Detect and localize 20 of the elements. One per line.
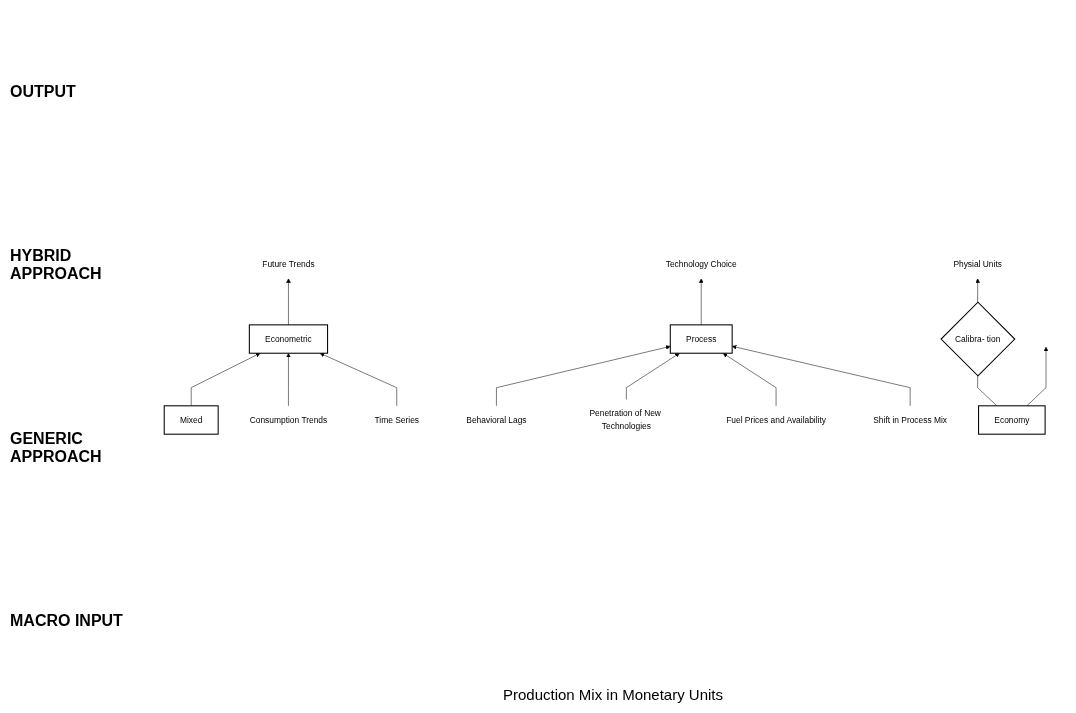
node-text: Shift in Process Mix <box>873 414 948 424</box>
node-diamond: Calibra- tion <box>940 301 1016 377</box>
node-text: Fuel Prices and Availability <box>726 414 826 424</box>
node-box: Economy <box>978 404 1046 435</box>
node-text: Time Series <box>374 414 420 424</box>
node-text: Consumption Trends <box>249 414 328 424</box>
lane-label: HYBRID APPROACH <box>10 247 103 284</box>
node-box: Process <box>669 324 733 354</box>
lane-label: GENERIC APPROACH <box>10 429 103 466</box>
node-text: Technology Choice <box>665 259 737 269</box>
node-text: Penetration of New Technologies <box>589 408 661 431</box>
node-text: Physial Units <box>953 259 1002 269</box>
connector <box>977 375 998 406</box>
node-text: Future Trends <box>262 259 315 269</box>
node-box: Mixed <box>163 404 219 435</box>
lane-label: OUTPUT <box>10 83 77 102</box>
node-text: Behavioral Lags <box>466 414 527 424</box>
node-box: Econometric <box>248 324 329 354</box>
lane-label: MACRO INPUT <box>10 611 124 630</box>
note-text: Production Mix in Monetary Units <box>502 686 724 703</box>
